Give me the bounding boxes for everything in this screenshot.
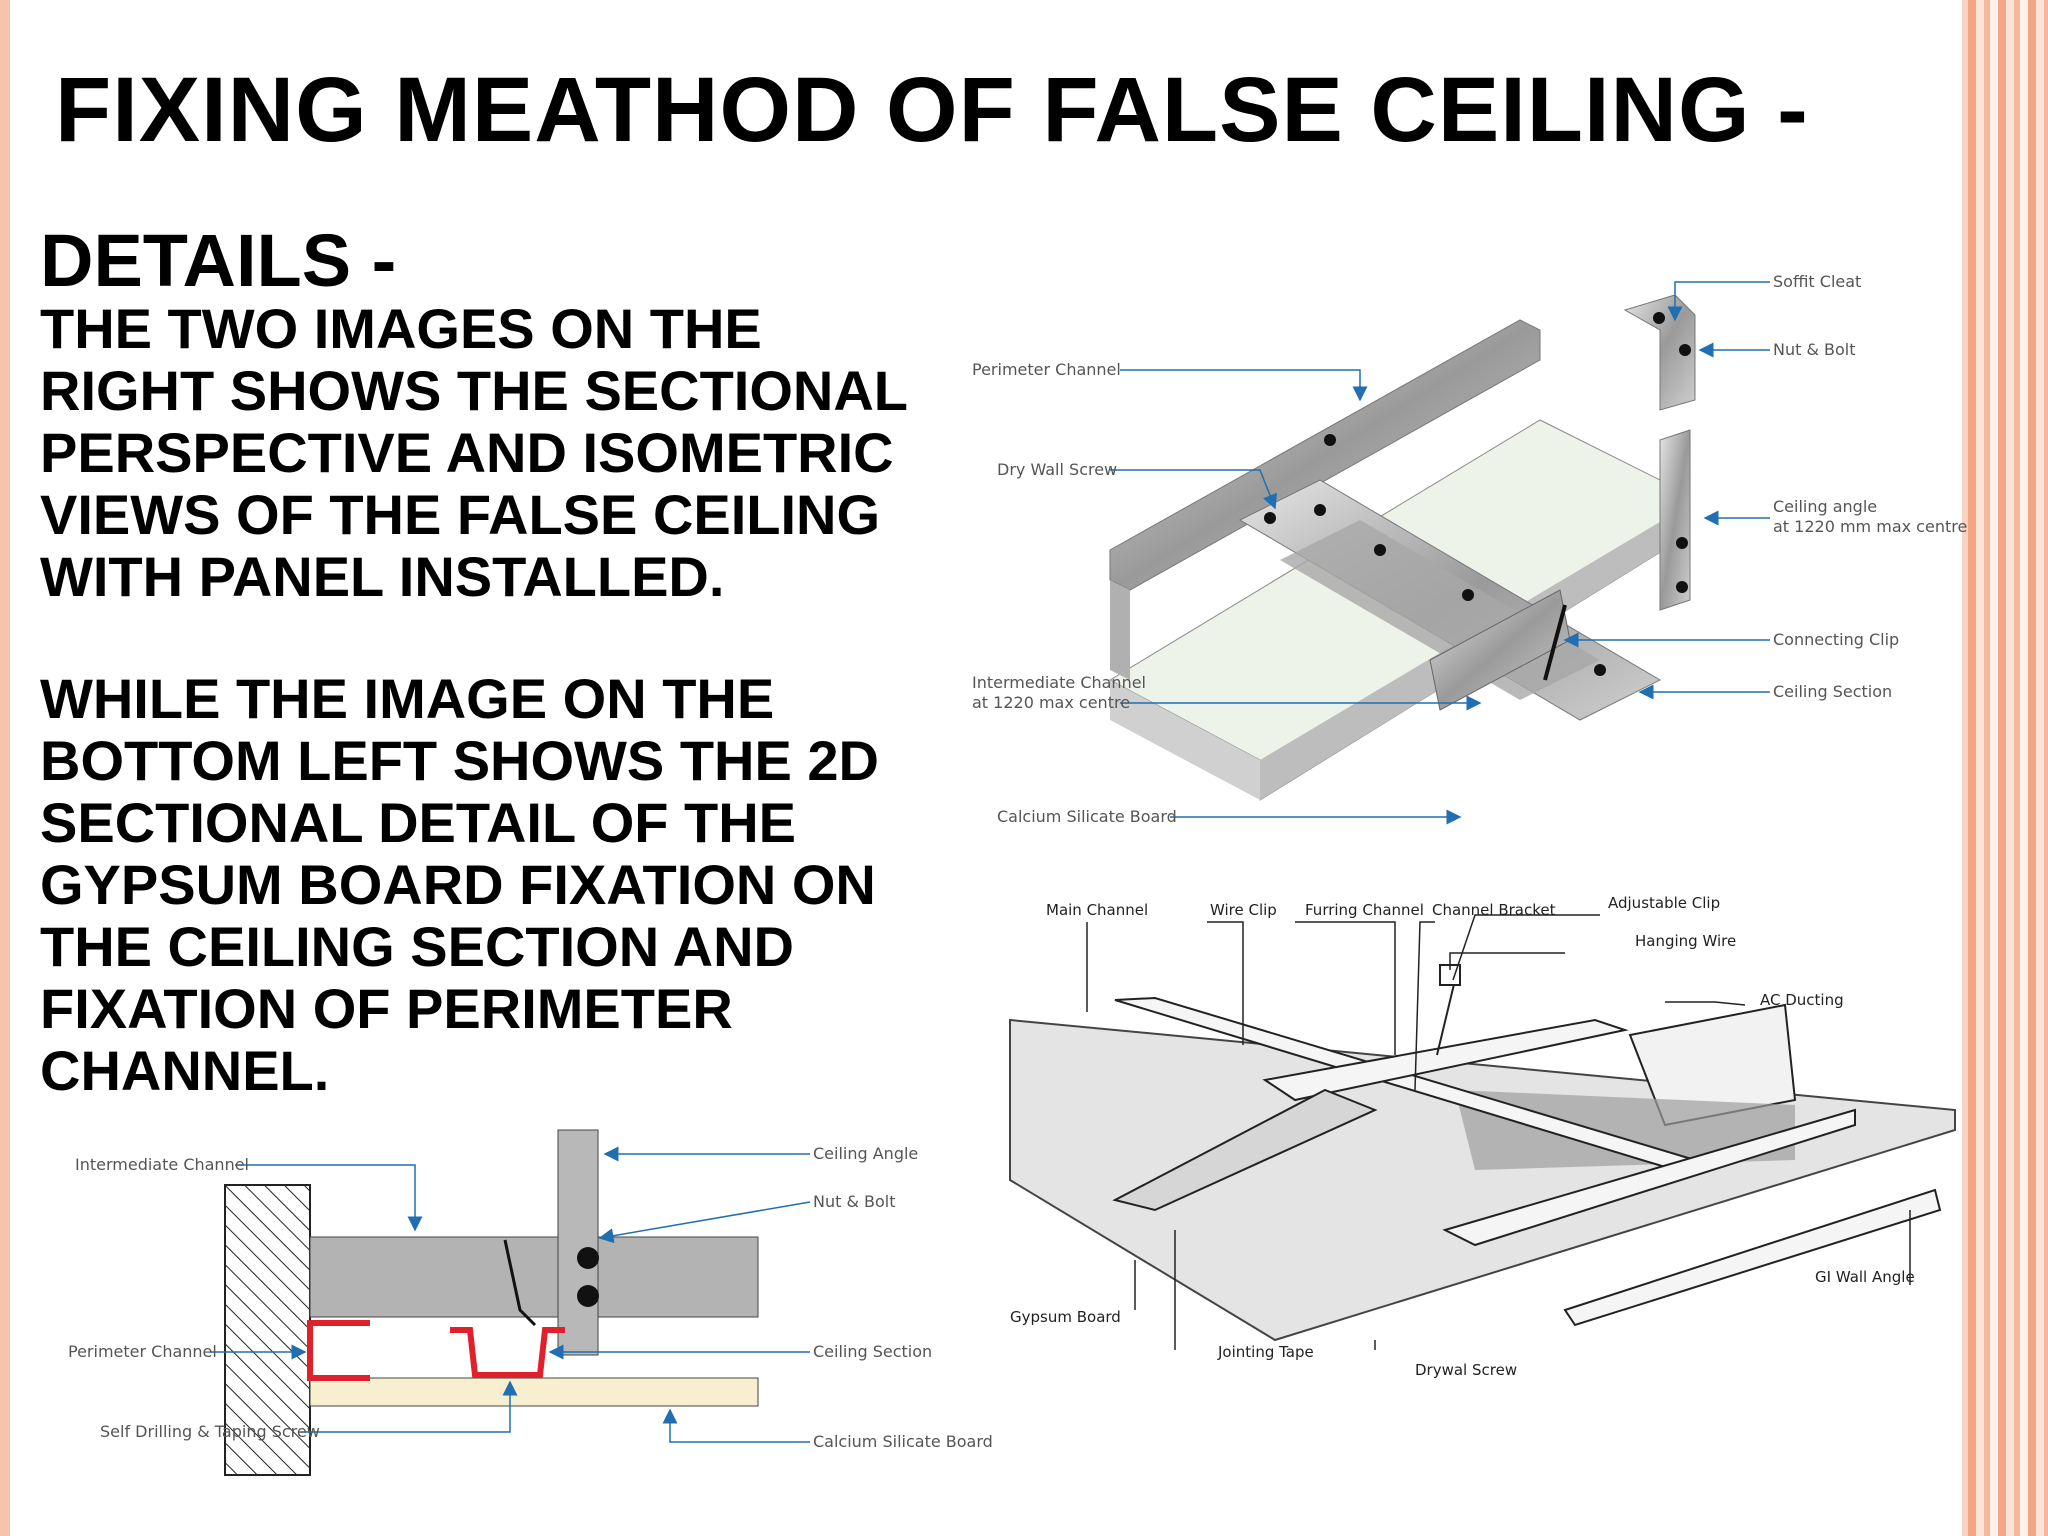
wall-hatch [224, 1184, 311, 1476]
label-drywal-screw: Drywal Screw [1415, 1361, 1517, 1379]
label-nut-bolt: Nut & Bolt [813, 1192, 896, 1211]
label-perimeter-channel: Perimeter Channel [68, 1342, 217, 1361]
left-border-decoration [0, 0, 10, 1536]
label-dry-wall-screw: Dry Wall Screw [997, 460, 1117, 479]
label-jointing-tape: Jointing Tape [1217, 1343, 1314, 1361]
label-connecting-clip: Connecting Clip [1773, 630, 1899, 649]
label-self-drilling-screw: Self Drilling & Taping Screw [100, 1422, 320, 1441]
label-soffit-cleat: Soffit Cleat [1773, 272, 1861, 291]
label-ceiling-section: Ceiling Section [813, 1342, 932, 1361]
label-intermediate-channel-1: Intermediate Channel [972, 673, 1146, 692]
label-wire-clip: Wire Clip [1210, 901, 1277, 919]
label-intermediate-channel-2: at 1220 max centre [972, 693, 1130, 712]
label-ceiling-angle-2: at 1220 mm max centre [1773, 517, 1967, 536]
ceiling-angle-section [557, 1129, 599, 1356]
label-channel-bracket: Channel Bracket [1432, 901, 1556, 919]
label-nut-bolt: Nut & Bolt [1773, 340, 1856, 359]
paragraph-right-images: THE TWO IMAGES ON THE RIGHT SHOWS THE SE… [40, 297, 907, 608]
perspective-ceiling-diagram: Main Channel Wire Clip Furring Channel C… [1009, 894, 1956, 1379]
label-intermediate-channel: Intermediate Channel [75, 1155, 249, 1174]
intermediate-channel-section [309, 1236, 759, 1318]
label-ceiling-angle-1: Ceiling angle [1773, 497, 1877, 516]
label-furring-channel: Furring Channel [1305, 901, 1424, 919]
details-heading: DETAILS - [40, 219, 397, 302]
label-calcium-silicate-board: Calcium Silicate Board [997, 807, 1177, 826]
sectional-detail-diagram: Intermediate Channel Ceiling Angle Nut &… [68, 1129, 993, 1476]
label-perimeter-channel: Perimeter Channel [972, 360, 1121, 379]
perimeter-channel-red [307, 1320, 370, 1381]
ceiling-angle [1659, 429, 1691, 611]
label-main-channel: Main Channel [1046, 901, 1148, 919]
label-calcium-silicate-board: Calcium Silicate Board [813, 1432, 993, 1451]
slide-title: FIXING MEATHOD OF FALSE CEILING - [55, 59, 1809, 161]
label-gypsum-board: Gypsum Board [1010, 1308, 1121, 1326]
label-gi-wall-angle: GI Wall Angle [1815, 1268, 1915, 1286]
label-ac-ducting: AC Ducting [1760, 991, 1844, 1009]
furring-channel [1262, 1018, 1629, 1102]
right-border-decoration [1968, 0, 2048, 1536]
ceiling-section-red [450, 1327, 565, 1378]
right-border-inner [1962, 0, 1968, 1536]
label-adjustable-clip: Adjustable Clip [1608, 894, 1720, 912]
gi-wall-angle [1563, 1188, 1942, 1327]
isometric-ceiling-diagram: Soffit Cleat Nut & Bolt Perimeter Channe… [972, 272, 1967, 826]
calcium-silicate-board-section [309, 1377, 759, 1407]
label-hanging-wire: Hanging Wire [1635, 932, 1736, 950]
label-ceiling-section: Ceiling Section [1773, 682, 1892, 701]
paragraph-bottom-left-image: WHILE THE IMAGE ON THE BOTTOM LEFT SHOWS… [40, 667, 879, 1102]
label-ceiling-angle: Ceiling Angle [813, 1144, 918, 1163]
ac-ducting [1628, 1003, 1797, 1127]
